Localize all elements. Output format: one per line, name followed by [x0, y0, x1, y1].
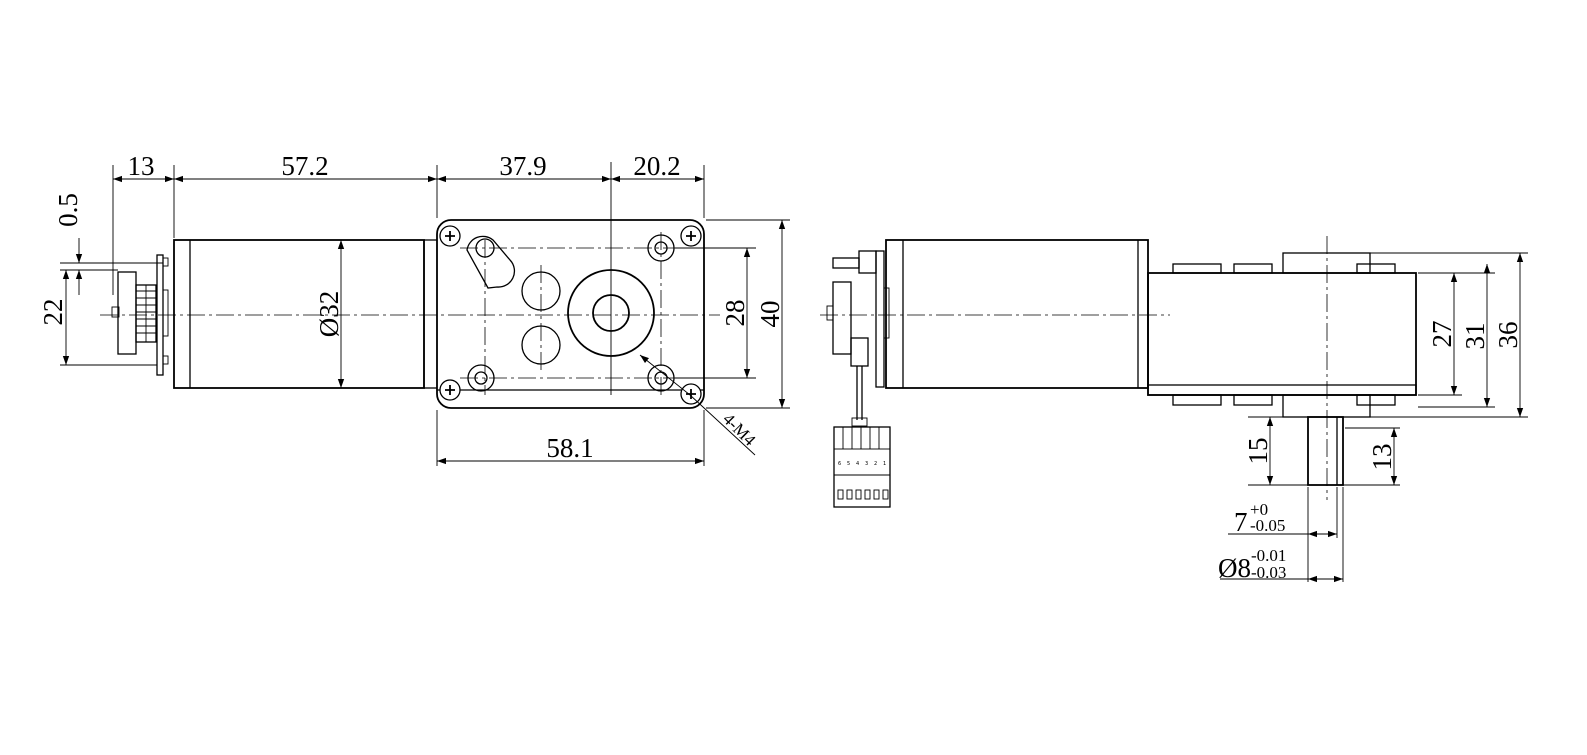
dim-gearbox-27: 27: [1427, 321, 1457, 348]
encoder-disc: [117, 271, 137, 355]
bushing-slot: [466, 235, 516, 289]
pin-label-6: 1: [883, 461, 886, 467]
side-dimension-labels: 27 31 36 15 13 7 +0 -0.05 Ø8 -0.01 -0.03: [1218, 321, 1523, 584]
dim-shaft-lower-tol: -0.03: [1251, 563, 1286, 582]
dim-gap: 0.5: [53, 193, 83, 227]
side-gearbox: [1147, 252, 1417, 418]
tolerance-flat: 7 +0 -0.05: [1234, 500, 1285, 537]
mount-holes: [467, 234, 675, 392]
dim-motor-length: 57.2: [281, 151, 328, 181]
dim-shaft-upper-tol: -0.01: [1251, 546, 1286, 565]
connector-pins: [136, 285, 156, 342]
dim-shaft-length-13: 13: [1367, 444, 1397, 471]
side-encoder: [826, 250, 890, 427]
front-view: 13 57.2 37.9 20.2 58.1 0.5 22 Ø32 28 40 …: [38, 151, 790, 466]
encoder-hub: [111, 306, 120, 318]
dim-hole-pitch-b: 20.2: [633, 151, 680, 181]
dim-gearbox-36: 36: [1493, 322, 1523, 349]
dim-shaft-length-15: 15: [1243, 438, 1273, 465]
front-center-lines: [100, 162, 720, 395]
pin-label-4: 3: [865, 461, 868, 467]
dim-hole-vertical-pitch: 28: [720, 300, 750, 327]
dim-encoder-length: 13: [128, 151, 155, 181]
dim-motor-diameter: Ø32: [314, 291, 344, 338]
corner-screws: [439, 225, 702, 405]
tolerance-shaft: Ø8 -0.01 -0.03: [1218, 546, 1286, 583]
dim-flat-upper-tol: +0: [1250, 500, 1268, 519]
side-motor-body: [885, 239, 1149, 389]
dim-flat-lower-tol: -0.05: [1250, 516, 1285, 535]
front-dimension-lines: [62, 175, 786, 465]
dim-box-height: 40: [755, 301, 785, 328]
dim-encoder-height: 22: [38, 299, 68, 326]
note-mount-holes: 4-M4: [719, 409, 760, 450]
side-connector: 6 5 4 3 2 1: [833, 426, 891, 508]
dim-flat-base: 7: [1234, 507, 1248, 537]
front-dimension-labels: 13 57.2 37.9 20.2 58.1 0.5 22 Ø32 28 40 …: [38, 151, 785, 463]
side-extension-lines: [1248, 252, 1528, 582]
dim-box-width: 58.1: [546, 433, 593, 463]
side-dimension-lines: [1220, 253, 1524, 583]
front-extension-lines: [60, 165, 790, 466]
dim-gearbox-31: 31: [1460, 323, 1490, 350]
dim-hole-pitch-a: 37.9: [499, 151, 546, 181]
pin-label-3: 4: [856, 461, 859, 467]
motor-body: [173, 239, 437, 389]
pin-label-2: 5: [847, 461, 850, 467]
side-output-shaft: [1307, 416, 1344, 486]
dim-shaft-base: Ø8: [1218, 553, 1251, 583]
side-center-lines: [820, 236, 1328, 500]
pin-label-1: 6: [838, 461, 841, 467]
pin-label-5: 2: [874, 461, 877, 467]
side-view: 6 5 4 3 2 1: [820, 236, 1528, 583]
